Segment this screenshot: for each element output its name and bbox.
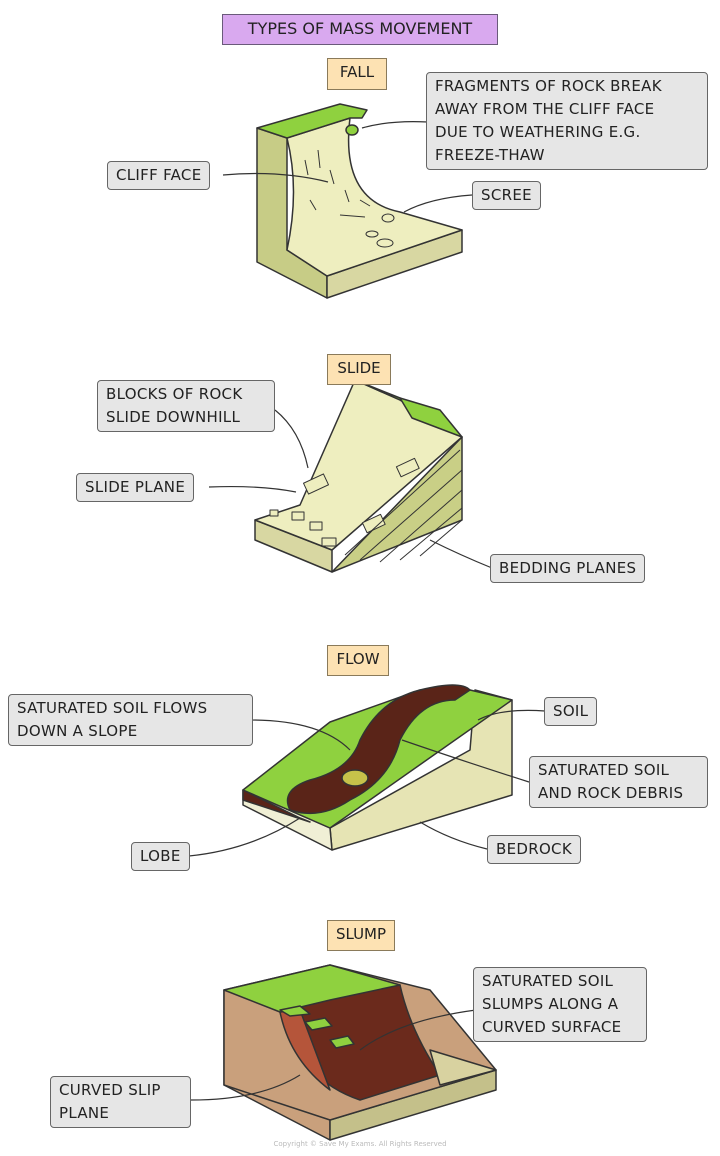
label-bedding-planes: BEDDING PLANES [490,554,646,583]
label-line: PLANE [59,1104,110,1122]
heading-fall: FALL [327,58,387,90]
label-line: FREEZE-THAW [435,146,545,164]
label-line: SATURATED SOIL [538,761,670,779]
label-line: SLIDE DOWNHILL [106,408,241,426]
label-bedrock: BEDROCK [487,835,581,864]
label-line: FRAGMENTS OF ROCK BREAK [435,77,662,95]
label-line: DUE TO WEATHERING E.G. [435,123,641,141]
label-slumps: SATURATED SOIL SLUMPS ALONG A CURVED SUR… [473,967,647,1042]
label-line: CURVED SLIP [59,1081,161,1099]
slump-illustration [190,964,497,1141]
label-line: AWAY FROM THE CLIFF FACE [435,100,655,118]
label-lobe: LOBE [131,842,190,871]
heading-slide: SLIDE [327,354,391,385]
label-debris: SATURATED SOIL AND ROCK DEBRIS [529,756,708,808]
label-line: CURVED SURFACE [482,1018,622,1036]
label-blocks: BLOCKS OF ROCK SLIDE DOWNHILL [97,380,275,432]
label-saturated-flows: SATURATED SOIL FLOWS DOWN A SLOPE [8,694,253,746]
label-line: BLOCKS OF ROCK [106,385,243,403]
label-slip-plane: CURVED SLIP PLANE [50,1076,191,1128]
label-cliff-face: CLIFF FACE [107,161,211,190]
label-slide-plane: SLIDE PLANE [76,473,195,502]
label-line: SATURATED SOIL FLOWS [17,699,208,717]
heading-flow: FLOW [327,645,389,676]
label-line: AND ROCK DEBRIS [538,784,684,802]
fall-illustration [222,103,473,299]
label-line: SATURATED SOIL [482,972,614,990]
page-title: TYPES OF MASS MOVEMENT [222,14,498,45]
copyright: Copyright © Save My Exams. All Rights Re… [273,1140,447,1148]
heading-slump: SLUMP [327,920,395,951]
flow-illustration [188,684,546,857]
label-line: DOWN A SLOPE [17,722,138,740]
label-scree: SCREE [472,181,541,210]
label-fragments: FRAGMENTS OF ROCK BREAK AWAY FROM THE CL… [426,72,708,170]
label-line: SLUMPS ALONG A [482,995,619,1013]
label-soil: SOIL [544,697,598,726]
slide-illustration [208,379,493,573]
